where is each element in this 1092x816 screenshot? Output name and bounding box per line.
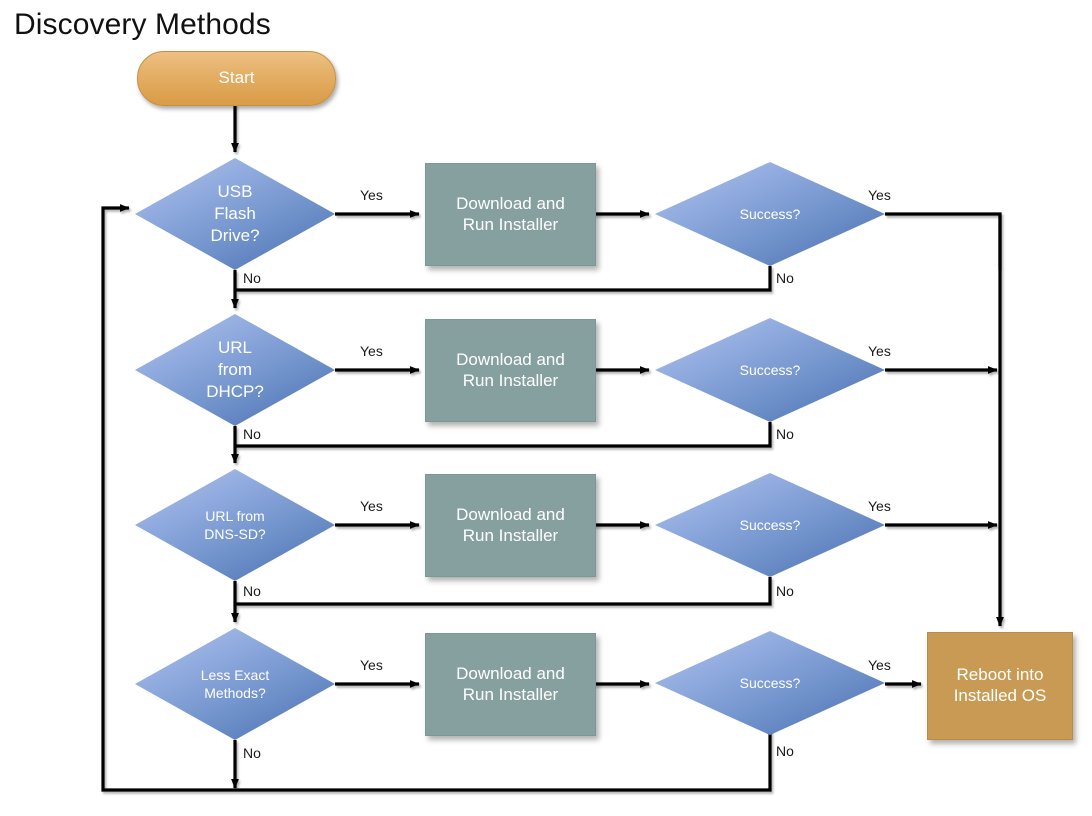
edge-success4-no-to-loop <box>101 204 772 792</box>
process-1-line2: Run Installer <box>462 214 559 234</box>
edge-success1-yes-to-trunk <box>885 212 1002 270</box>
edge-label-dhcp-no: No <box>243 426 261 442</box>
decision-dhcp-line1: URL <box>217 337 252 357</box>
process-4-line2: Run Installer <box>462 684 559 704</box>
success-2-label: Success? <box>739 361 801 378</box>
edge-success3-no-to-less <box>235 577 772 606</box>
edge-label-success2-no: No <box>776 426 794 442</box>
edge-label-usb-no: No <box>243 270 261 286</box>
node-decision-dhcp-label: URL from DHCP? <box>135 314 335 426</box>
success-1-label: Success? <box>739 205 801 222</box>
edge-label-less-no: No <box>243 745 261 761</box>
process-2-line1: Download and <box>456 349 565 369</box>
process-3-line2: Run Installer <box>462 525 559 545</box>
process-3-line1: Download and <box>456 504 565 524</box>
edge-label-success1-no: No <box>776 270 794 286</box>
node-start-label: Start <box>218 68 255 88</box>
decision-usb-line1: USB <box>217 181 253 201</box>
process-2-line2: Run Installer <box>462 370 559 390</box>
edge-label-success3-yes: Yes <box>868 498 891 514</box>
node-decision-usb-label: USB Flash Drive? <box>135 158 335 270</box>
edge-label-dhcp-yes: Yes <box>360 343 383 359</box>
edge-label-success4-no: No <box>776 743 794 759</box>
edge-success1-no-to-dhcp <box>235 266 772 292</box>
success-3-label: Success? <box>739 516 801 533</box>
node-process-4[interactable]: Download and Run Installer <box>425 633 596 736</box>
process-1-line1: Download and <box>456 193 565 213</box>
edge-label-success3-no: No <box>776 583 794 599</box>
terminal-line1: Reboot into <box>956 665 1044 685</box>
decision-dhcp-line3: DHCP? <box>206 382 264 402</box>
page-title: Discovery Methods <box>14 8 271 41</box>
node-start[interactable]: Start <box>137 51 336 106</box>
edge-label-usb-yes: Yes <box>360 187 383 203</box>
success-4-label: Success? <box>739 674 801 691</box>
decision-dnssd-line2: DNS-SD? <box>204 526 266 542</box>
node-process-2[interactable]: Download and Run Installer <box>425 319 596 422</box>
node-decision-dnssd-label: URL from DNS-SD? <box>135 469 335 581</box>
edge-label-dnssd-no: No <box>243 583 261 599</box>
terminal-line2: Installed OS <box>953 686 1047 705</box>
decision-usb-line2: Flash <box>214 203 256 223</box>
edge-label-success4-yes: Yes <box>868 657 891 673</box>
decision-less-line1: Less Exact <box>200 666 270 683</box>
process-4-line1: Download and <box>456 663 565 683</box>
edge-success2-no-to-dnssd <box>235 422 772 448</box>
edge-label-less-yes: Yes <box>360 657 383 673</box>
edge-label-success1-yes: Yes <box>868 187 891 203</box>
node-terminal-reboot[interactable]: Reboot into Installed OS <box>927 632 1073 740</box>
edge-label-dnssd-yes: Yes <box>360 498 383 514</box>
edge-label-success2-yes: Yes <box>868 343 891 359</box>
node-process-1[interactable]: Download and Run Installer <box>425 163 596 266</box>
decision-dhcp-line2: from <box>218 359 252 379</box>
decision-usb-line3: Drive? <box>210 226 260 246</box>
node-process-3[interactable]: Download and Run Installer <box>425 474 596 577</box>
decision-dnssd-line1: URL from <box>205 507 265 524</box>
decision-less-line2: Methods? <box>204 685 266 701</box>
node-decision-less-exact-label: Less Exact Methods? <box>135 628 335 740</box>
